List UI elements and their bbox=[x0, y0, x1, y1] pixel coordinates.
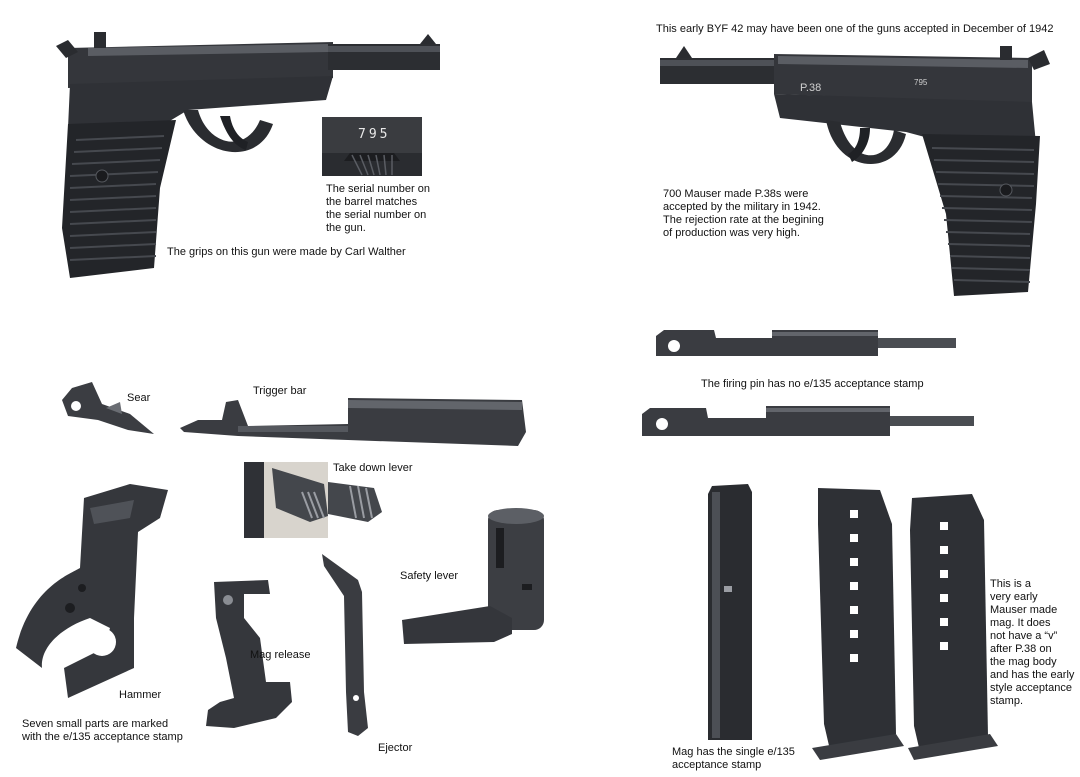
safety-lever-label: Safety lever bbox=[400, 570, 459, 582]
ejector-label: Ejector bbox=[378, 742, 413, 754]
slide-marking: P.38 bbox=[800, 82, 822, 94]
trigger-bar-label: Trigger bar bbox=[253, 385, 307, 397]
take-down-lever-photo bbox=[244, 462, 328, 538]
sear-label: Sear bbox=[127, 392, 151, 404]
hammer-photo bbox=[10, 478, 170, 700]
sear-photo bbox=[58, 380, 158, 444]
mag-release-photo bbox=[204, 578, 296, 732]
parts-caption: Seven small parts are marked with the e/… bbox=[22, 718, 183, 743]
trigger-bar-photo bbox=[178, 396, 528, 446]
firing-pin-caption: The firing pin has no e/135 acceptance s… bbox=[701, 378, 924, 390]
take-down-lever-label: Take down lever bbox=[333, 462, 413, 474]
early-mag-caption: This is a very early Mauser made mag. It… bbox=[990, 578, 1075, 707]
right-page-header: This early BYF 42 may have been one of t… bbox=[656, 23, 1054, 35]
right-pistol-photo: P.38 795 bbox=[656, 44, 1052, 300]
firing-pin-upper-photo bbox=[654, 326, 958, 362]
mag-release-label: Mag release bbox=[250, 649, 311, 661]
mag-side-photo bbox=[702, 482, 758, 742]
firing-pin-lower-photo bbox=[640, 404, 978, 442]
left-pistol-photo bbox=[48, 28, 448, 290]
grips-caption: The grips on this gun were made by Carl … bbox=[167, 246, 406, 258]
mag-caption: Mag has the single e/135 acceptance stam… bbox=[672, 746, 795, 771]
serial-number-inset: 795 bbox=[322, 117, 422, 176]
safety-lever-photo bbox=[400, 508, 546, 648]
serial-inset-number: 795 bbox=[358, 127, 391, 142]
slide-serial: 795 bbox=[914, 78, 928, 87]
production-caption: 700 Mauser made P.38s were accepted by t… bbox=[663, 188, 824, 239]
ejector-photo bbox=[320, 552, 384, 738]
mag-front-right-photo bbox=[906, 490, 1000, 764]
hammer-label: Hammer bbox=[119, 689, 162, 701]
serial-caption: The serial number on the barrel matches … bbox=[326, 183, 430, 234]
mag-front-left-photo bbox=[810, 484, 906, 764]
take-down-lever-end bbox=[328, 470, 388, 530]
